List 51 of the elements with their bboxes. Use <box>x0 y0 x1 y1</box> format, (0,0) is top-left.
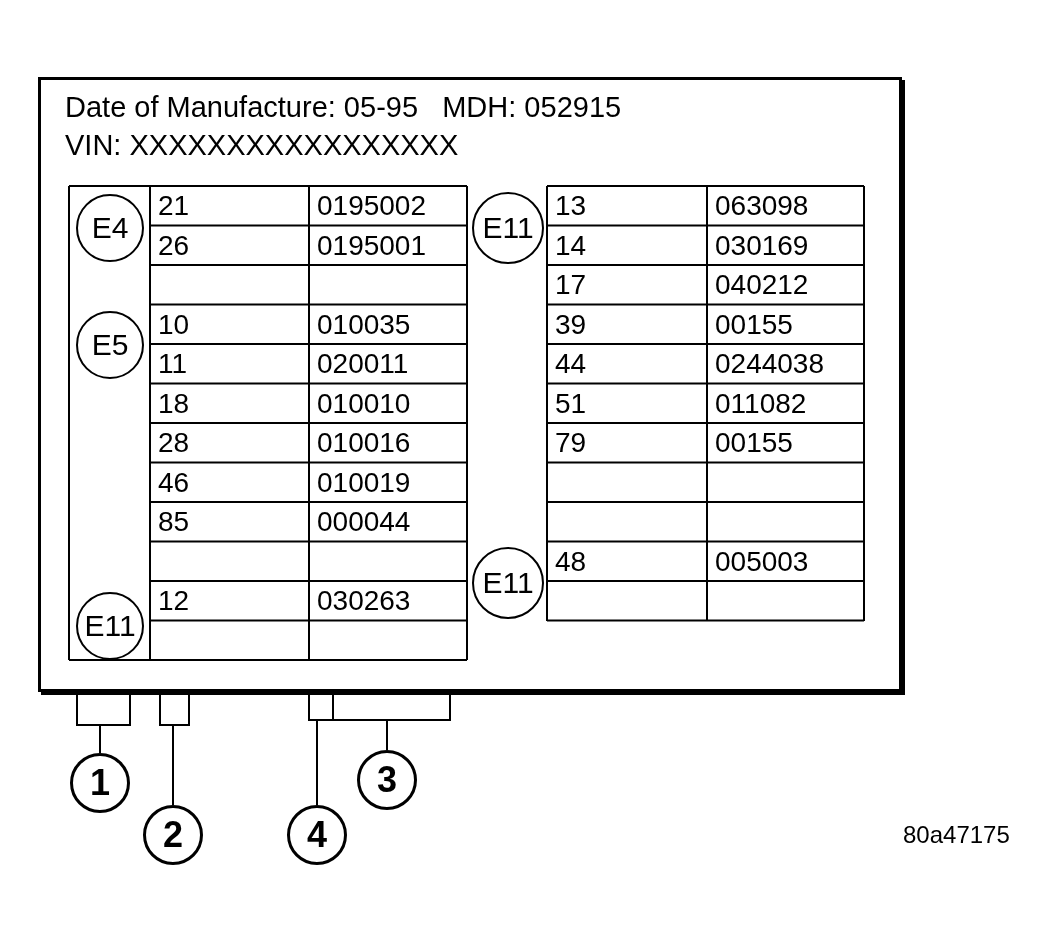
table-value: 11 <box>158 349 188 379</box>
table-value: 011082 <box>715 388 807 419</box>
table-value: 0244038 <box>715 349 824 379</box>
table-value: 21 <box>158 191 190 221</box>
table-value: 13 <box>555 191 587 221</box>
leader-line <box>159 693 190 806</box>
label-panel <box>38 77 902 692</box>
heading-text: VIN: XXXXXXXXXXXXXXXXX <box>65 130 459 160</box>
leader-line <box>332 693 451 751</box>
table-value: 020011 <box>317 349 409 379</box>
table-value: 51 <box>555 388 587 419</box>
table-value: 030169 <box>715 230 809 261</box>
table-value: 85 <box>158 507 190 537</box>
callout-number: 2 <box>143 805 203 865</box>
figure-code: 80a47175 <box>903 820 1010 850</box>
table-value: 040212 <box>715 270 809 300</box>
table-value: 005003 <box>715 546 809 577</box>
heading-text: Date of Manufacture: 05-95 MDH: 052915 <box>65 92 622 122</box>
leader-line <box>76 693 131 754</box>
table-value: 44 <box>555 349 587 379</box>
leader-line <box>308 693 334 806</box>
table-value: 14 <box>555 230 587 261</box>
table-value: 46 <box>158 467 190 498</box>
table-value: 39 <box>555 309 587 340</box>
section-marker: E5 <box>76 311 144 379</box>
callout-number: 3 <box>357 750 417 810</box>
table-value: 010035 <box>317 309 411 340</box>
table-value: 17 <box>555 270 587 300</box>
section-marker: E11 <box>472 192 544 264</box>
callout-number: 4 <box>287 805 347 865</box>
table-value: 0195002 <box>317 191 426 221</box>
table-value: 0195001 <box>317 230 426 261</box>
table-value: 063098 <box>715 191 809 221</box>
table-value: 48 <box>555 546 587 577</box>
table-value: 030263 <box>317 586 411 616</box>
table-value: 12 <box>158 586 190 616</box>
table-value: 79 <box>555 428 587 458</box>
table-value: 00155 <box>715 309 793 340</box>
table-value: 000044 <box>317 507 411 537</box>
table-value: 10 <box>158 309 190 340</box>
table-value: 010019 <box>317 467 411 498</box>
table-value: 28 <box>158 428 190 458</box>
table-value: 26 <box>158 230 190 261</box>
section-marker: E4 <box>76 194 144 262</box>
table-value: 00155 <box>715 428 793 458</box>
section-marker: E11 <box>472 547 544 619</box>
callout-number: 1 <box>70 753 130 813</box>
table-value: 010016 <box>317 428 411 458</box>
table-value: 010010 <box>317 388 411 419</box>
table-value: 18 <box>158 388 190 419</box>
section-marker: E11 <box>76 592 144 660</box>
